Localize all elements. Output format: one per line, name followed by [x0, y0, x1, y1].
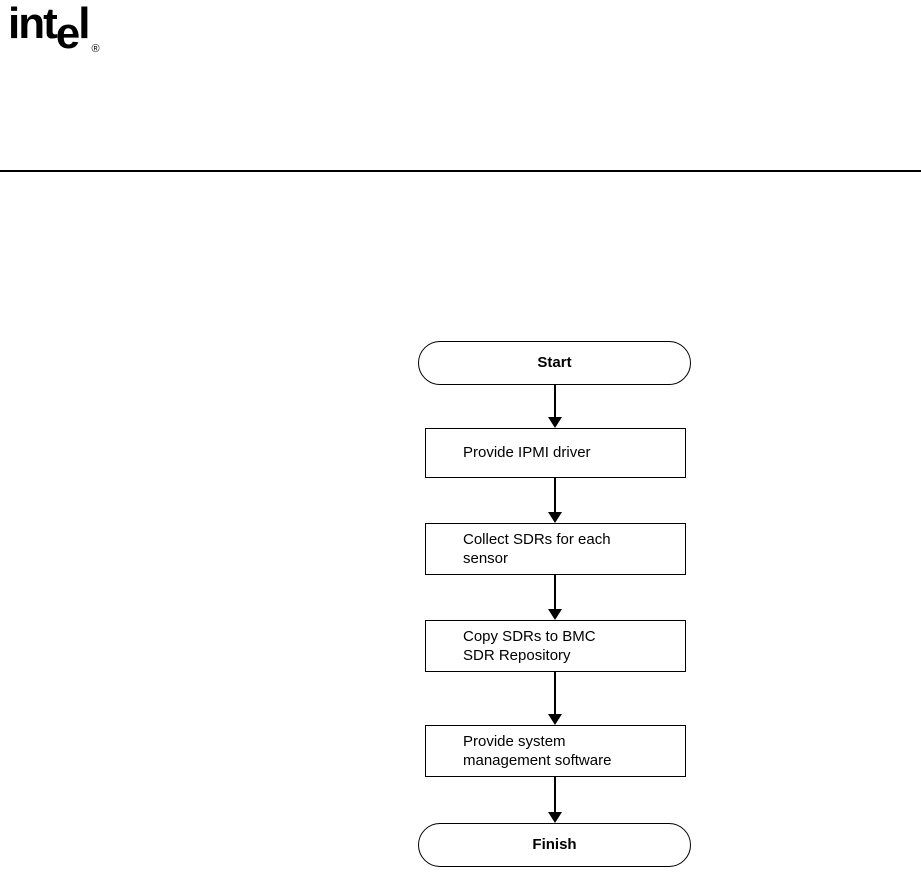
flow-arrow-5 [548, 777, 562, 823]
flow-node-label: Provide system management software [463, 732, 612, 769]
arrow-head-icon [548, 609, 562, 620]
flow-node-provide-system-mgmt: Provide system management software [425, 725, 686, 777]
flow-node-finish: Finish [418, 823, 691, 867]
arrow-shaft [554, 575, 556, 611]
flow-node-label: Copy SDRs to BMC SDR Repository [463, 627, 596, 664]
flow-arrow-2 [548, 478, 562, 523]
flow-node-copy-sdrs: Copy SDRs to BMC SDR Repository [425, 620, 686, 672]
header-rule [0, 170, 921, 172]
arrow-head-icon [548, 512, 562, 523]
arrow-shaft [554, 777, 556, 814]
flow-arrow-1 [548, 385, 562, 428]
flow-node-label: Start [537, 354, 572, 372]
flow-node-collect-sdrs: Collect SDRs for each sensor [425, 523, 686, 575]
flow-node-start: Start [418, 341, 691, 385]
intel-logo: intel® [8, 0, 100, 56]
intel-logo-l: l [78, 0, 90, 48]
intel-logo-dropped-e: e [55, 9, 81, 58]
flow-node-label: Finish [532, 836, 577, 854]
flow-arrow-3 [548, 575, 562, 620]
arrow-head-icon [548, 812, 562, 823]
arrow-shaft [554, 385, 556, 419]
arrow-head-icon [548, 714, 562, 725]
arrow-shaft [554, 672, 556, 716]
intel-logo-int: int [8, 0, 58, 48]
arrow-head-icon [548, 417, 562, 428]
arrow-shaft [554, 478, 556, 514]
flow-arrow-4 [548, 672, 562, 725]
flow-node-provide-ipmi-driver: Provide IPMI driver [425, 428, 686, 478]
flow-node-label: Collect SDRs for each sensor [463, 530, 611, 567]
flow-node-label: Provide IPMI driver [463, 444, 591, 462]
registered-mark: ® [91, 43, 100, 55]
